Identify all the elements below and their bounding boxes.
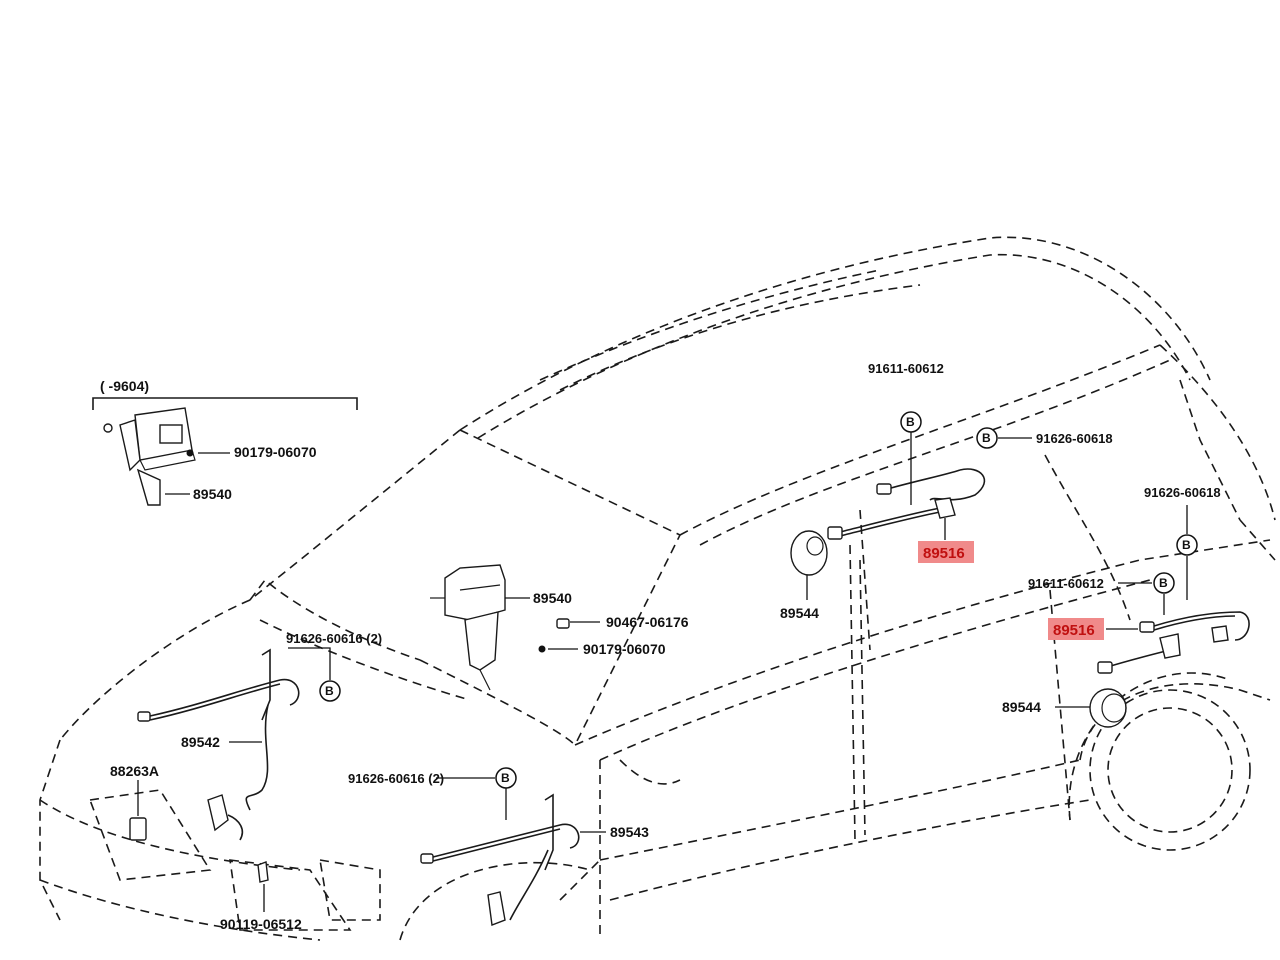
callout-b-front-left: B — [319, 680, 341, 702]
highlight-89516-upper — [918, 541, 974, 563]
ecu-89540-center — [430, 564, 600, 691]
callout-b-rear-upper-2: B — [976, 427, 998, 449]
inset-bracket: ( -9604) — [92, 378, 358, 410]
label-91611-b: 91611-60612 — [1028, 576, 1104, 591]
label-90179-top: 90179-06070 — [234, 444, 317, 460]
label-90179-center: 90179-06070 — [583, 641, 666, 657]
svg-text:B: B — [1182, 538, 1191, 552]
label-91626-60616-b: 91626-60616 (2) — [348, 771, 444, 786]
label-91626-60618-b: 91626-60618 — [1144, 485, 1221, 500]
sensor-89543 — [420, 793, 606, 926]
svg-text:B: B — [501, 771, 510, 785]
ecu-89540-inset — [103, 407, 230, 506]
range-label: ( -9604) — [100, 378, 149, 394]
label-89543: 89543 — [610, 824, 649, 840]
rotor-89544-upper — [790, 530, 828, 600]
label-89516-upper[interactable]: 89516 — [923, 545, 965, 562]
label-91626-60616-a: 91626-60616 (2) — [286, 631, 382, 646]
sensor-89516-upper — [827, 430, 1032, 540]
callout-b-front-right: B — [495, 767, 517, 789]
bolt-90119 — [257, 861, 269, 912]
label-89542: 89542 — [181, 734, 220, 750]
label-89544-lower: 89544 — [1002, 699, 1041, 715]
svg-text:B: B — [325, 684, 334, 698]
label-89540-top: 89540 — [193, 486, 232, 502]
highlight-89516-lower — [1048, 618, 1104, 640]
label-89544-upper: 89544 — [780, 605, 819, 621]
svg-text:B: B — [982, 431, 991, 445]
callout-b-rear-lower-1: B — [1176, 534, 1198, 556]
rotor-89544-lower — [1055, 688, 1127, 728]
sensor-88263A — [129, 780, 147, 841]
label-91626-60618-a: 91626-60618 — [1036, 431, 1113, 446]
svg-text:B: B — [906, 415, 915, 429]
label-90119: 90119-06512 — [220, 916, 302, 932]
callout-b-rear-lower-2: B — [1153, 572, 1175, 594]
callout-b-rear-upper-1: B — [900, 411, 922, 433]
label-89516-lower[interactable]: 89516 — [1053, 622, 1095, 639]
sensor-89516-lower — [1097, 505, 1250, 674]
label-91611-a: 91611-60612 — [868, 361, 944, 376]
label-90467: 90467-06176 — [606, 614, 689, 630]
label-88263A: 88263A — [110, 763, 159, 779]
label-89540-center: 89540 — [533, 590, 572, 606]
sensor-89542 — [137, 648, 300, 841]
vehicle-outline — [39, 236, 1276, 941]
svg-text:B: B — [1159, 576, 1168, 590]
